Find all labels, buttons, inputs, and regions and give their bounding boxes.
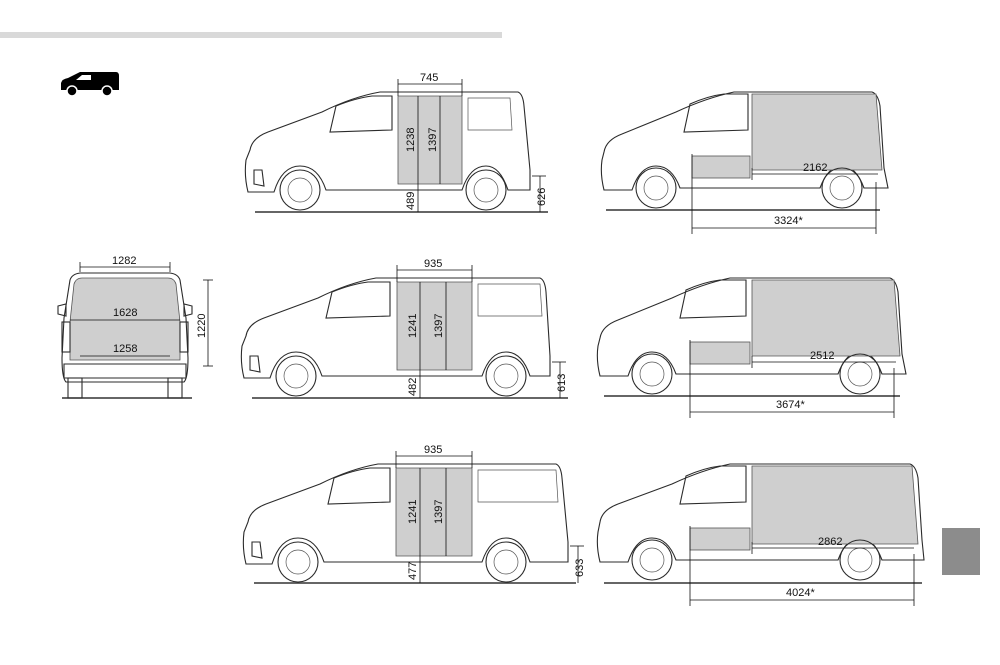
side1-opening-height-left-label: 1238 <box>405 128 417 152</box>
cargo2-floor-length-label: 2512 <box>810 350 834 362</box>
side2-opening-width-label: 935 <box>424 258 442 270</box>
rear-top-width-label: 1282 <box>112 255 136 267</box>
side2-opening-height-left-label: 1241 <box>407 314 419 338</box>
side-view-3: 935 1241 1397 477 633 <box>242 444 586 584</box>
side3-opening-height-left-label: 1241 <box>407 500 419 524</box>
section-tab <box>942 528 980 575</box>
side1-opening-height-right-label: 1397 <box>427 128 439 152</box>
side1-sill-height-label: 489 <box>405 192 417 210</box>
side1-opening-width-label: 745 <box>420 72 438 84</box>
rear-inner-width-label: 1628 <box>113 307 137 319</box>
cargo-view-3: 2862 4024* <box>596 463 925 606</box>
side2-sill-height-label: 482 <box>407 378 419 396</box>
side1-floor-height-label: 626 <box>536 188 548 206</box>
cargo-view-1: 2162 3324* <box>600 91 889 234</box>
cargo1-floor-length-label: 2162 <box>803 162 827 174</box>
rear-view: 1282 1628 1258 1220 <box>57 255 213 399</box>
side-view-2: 935 1241 1397 482 613 <box>240 258 568 399</box>
side3-opening-height-right-label: 1397 <box>433 500 445 524</box>
rear-height-label: 1220 <box>196 314 208 338</box>
top-divider-bar <box>0 32 502 38</box>
side2-floor-height-label: 613 <box>556 374 568 392</box>
van-side-icon <box>61 72 119 97</box>
cargo-view-2: 2512 3674* <box>596 277 907 418</box>
cargo1-total-length-label: 3324* <box>774 215 803 227</box>
side3-opening-width-label: 935 <box>424 444 442 456</box>
side-view-1: 745 1238 1397 489 626 <box>244 72 548 213</box>
side2-opening-height-right-label: 1397 <box>433 314 445 338</box>
side3-sill-height-label: 477 <box>407 562 419 580</box>
cargo3-total-length-label: 4024* <box>786 587 815 599</box>
cargo2-total-length-label: 3674* <box>776 399 805 411</box>
side3-floor-height-label: 633 <box>574 559 586 577</box>
rear-bottom-width-label: 1258 <box>113 343 137 355</box>
cargo3-floor-length-label: 2862 <box>818 536 842 548</box>
